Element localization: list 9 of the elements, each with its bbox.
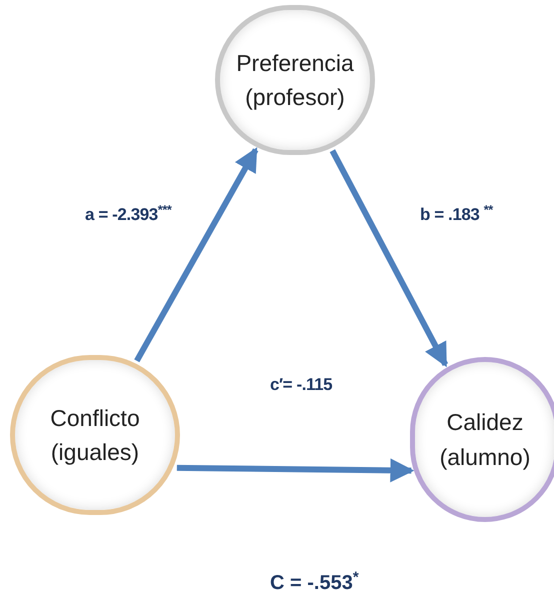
node-label: Conflicto (iguales) <box>49 404 141 467</box>
edge-label: c′= -.115 <box>270 374 332 396</box>
node-label: Preferencia (profesor) <box>235 48 355 112</box>
arrow <box>330 149 448 368</box>
node-label: Calidez (alumno) <box>438 408 532 472</box>
arrow <box>134 147 258 362</box>
edge-label: b = .183 $^{**}$ <box>420 202 493 226</box>
coefficient-label: C = -.553$^{*}$ <box>270 568 359 596</box>
edge-label: a = -2.393$^{***}$ <box>85 202 172 226</box>
